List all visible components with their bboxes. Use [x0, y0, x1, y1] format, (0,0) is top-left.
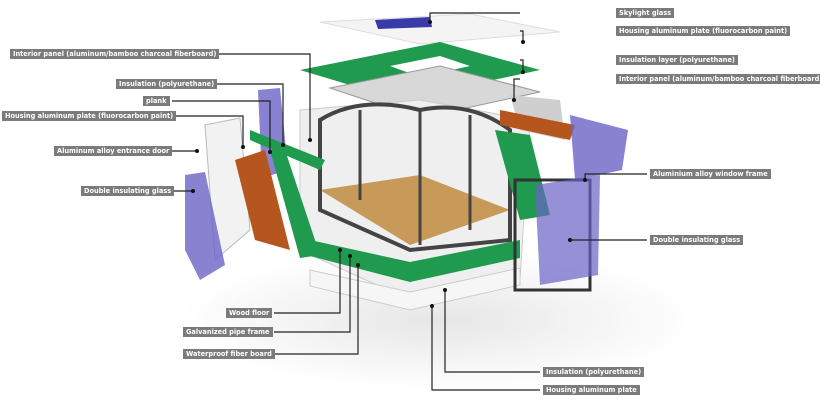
left-plank	[250, 130, 325, 258]
pipe-frame-posts	[358, 110, 472, 245]
leader-dots	[191, 20, 587, 308]
label-entrance-door: Aluminum alloy entrance door	[54, 146, 173, 156]
label-insulation-left: Insulation (polyurethane)	[116, 79, 218, 89]
label-interior-panel-left: Interior panel (aluminum/bamboo charcoal…	[10, 49, 220, 59]
label-window-frame: Aluminium alloy window frame	[650, 169, 771, 179]
right-insulation	[500, 110, 575, 140]
label-interior-panel-right: Interior panel (aluminum/bamboo charcoal…	[616, 74, 820, 84]
left-double-glass	[185, 172, 225, 280]
label-double-glass-right: Double insulating glass	[650, 235, 744, 245]
label-housing-plate-left: Housing aluminum plate (fluorocarbon pai…	[2, 111, 177, 121]
right-double-glass	[535, 175, 600, 285]
label-double-glass-left: Double insulating glass	[81, 186, 175, 196]
label-housing-plate-bottom: Housing aluminum plate	[543, 385, 640, 395]
bottom-housing	[309, 267, 521, 311]
right-upper-glass	[570, 115, 628, 180]
right-components	[495, 95, 628, 292]
floor-insulation	[310, 240, 520, 282]
left-components	[185, 88, 325, 280]
left-insulation-panel	[235, 150, 290, 250]
leader-lines	[172, 12, 647, 391]
label-pipe-frame: Galvanized pipe frame	[183, 327, 273, 337]
roof-housing-plate	[319, 13, 561, 45]
label-insulation-layer-top: Insulation layer (polyurethane)	[616, 55, 738, 65]
label-housing-plate-top: Housing aluminum plate (fluorocarbon pai…	[616, 26, 791, 36]
pipe-frame	[318, 102, 512, 253]
label-plank: plank	[143, 96, 170, 106]
label-insulation-bottom: Insulation (polyurethane)	[543, 367, 645, 377]
wood-floor	[320, 175, 510, 245]
skylight-glass	[375, 17, 432, 29]
label-wood-floor: Wood floor	[226, 308, 273, 318]
label-skylight-glass: Skylight glass	[616, 8, 675, 18]
label-fiber-board: Waterproof fiber board	[183, 349, 275, 359]
